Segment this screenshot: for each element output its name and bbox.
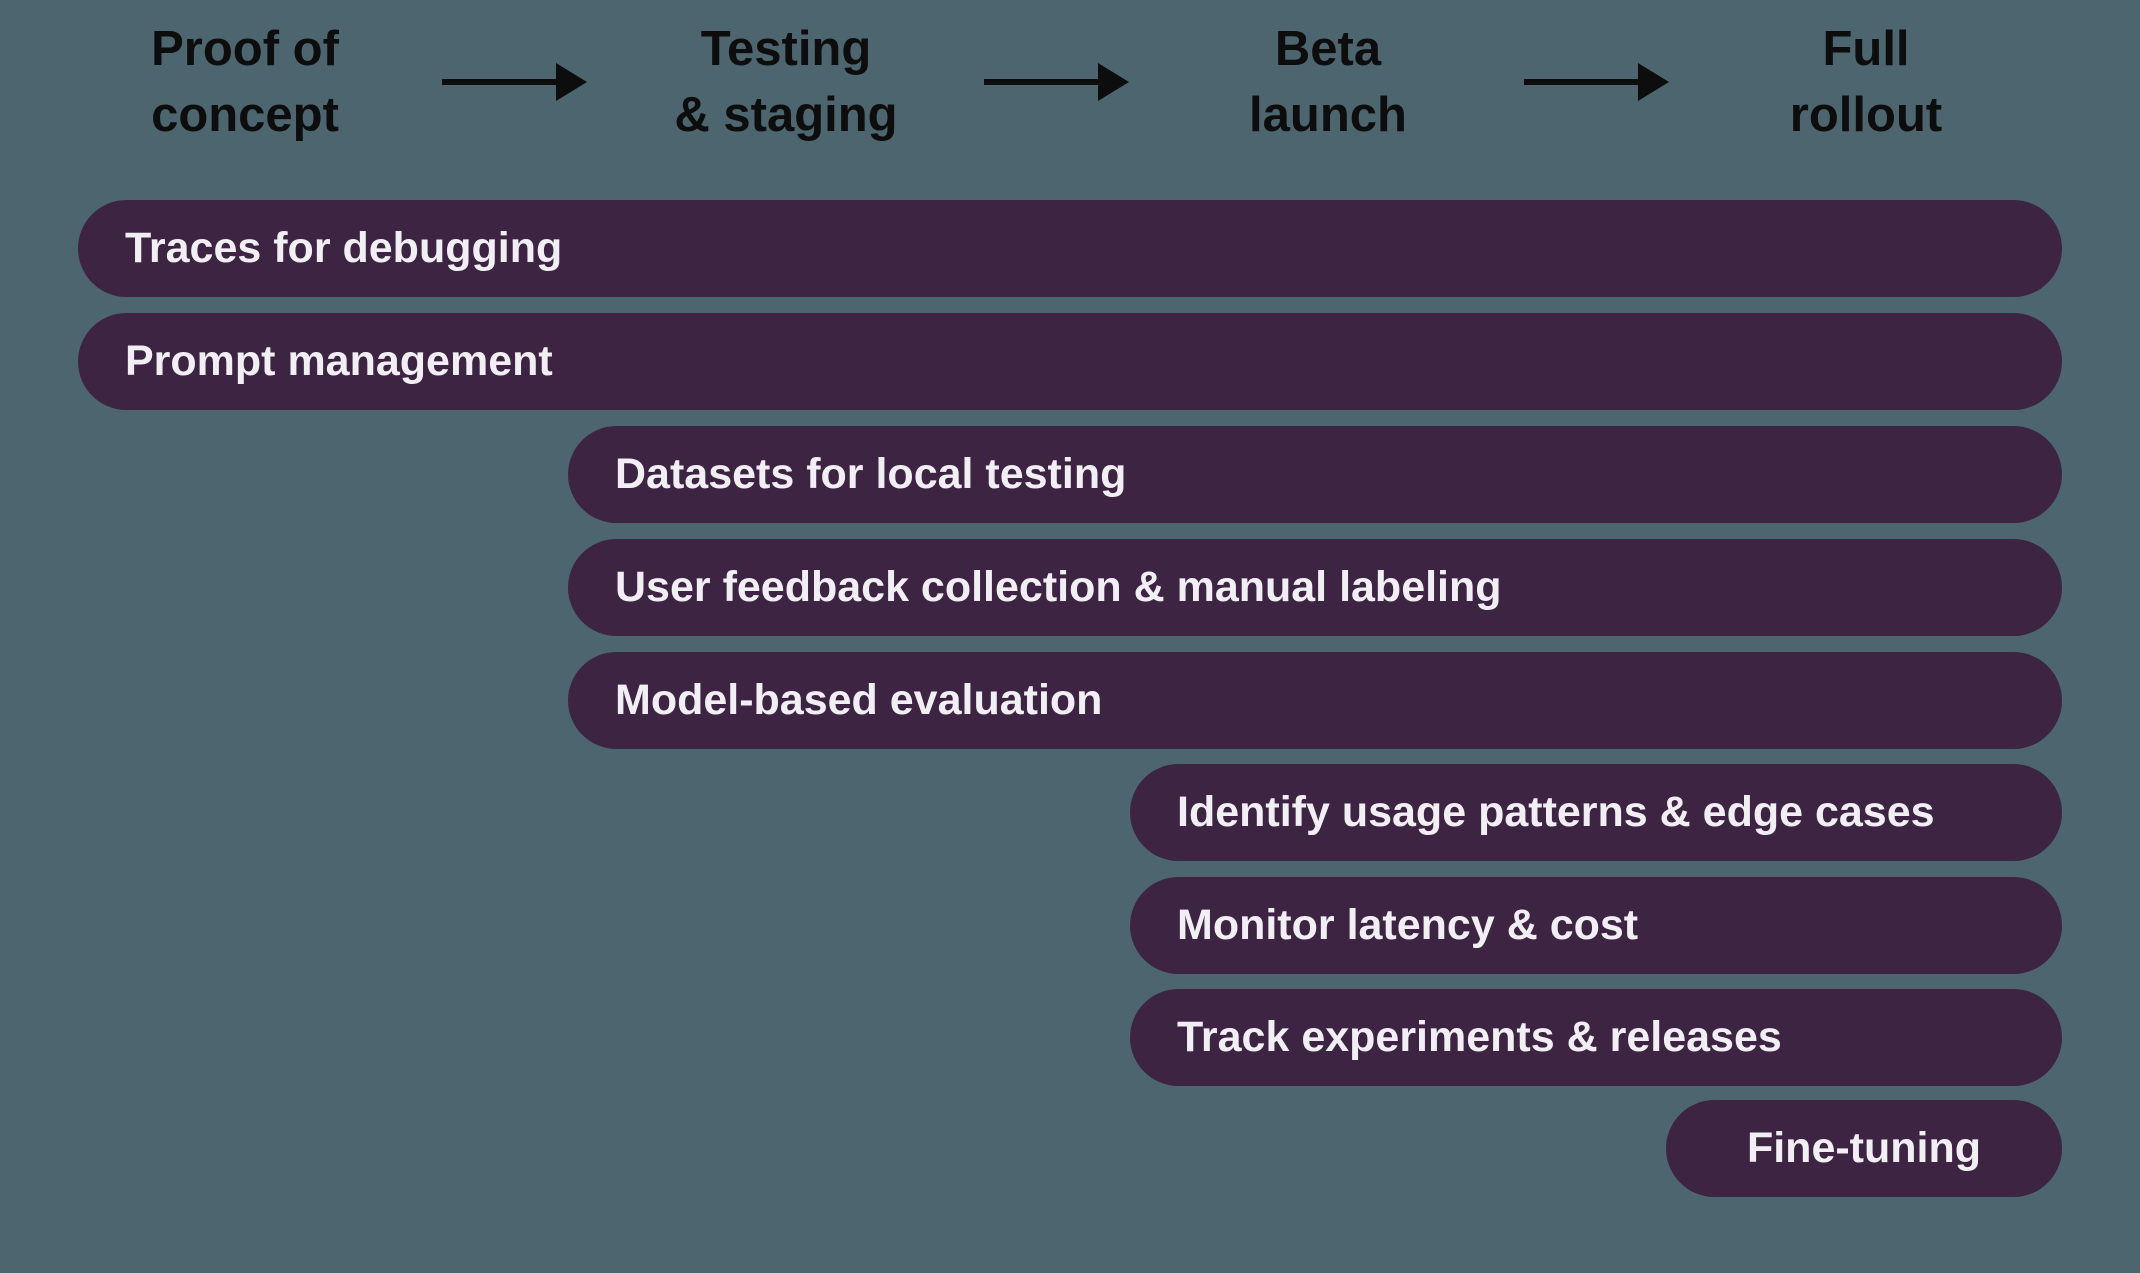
bar-label: Model-based evaluation xyxy=(615,676,1103,724)
right-arrow-icon xyxy=(442,63,587,101)
phase-label-line: Testing xyxy=(700,22,872,76)
phase-label-line: Proof of xyxy=(151,22,339,76)
bar-label: Fine-tuning xyxy=(1746,1124,1982,1172)
bar-label: Monitor latency & cost xyxy=(1177,901,1639,949)
phase-label-full-rollout: Full rollout xyxy=(1626,16,2106,148)
bar-monitor-latency-cost: Monitor latency & cost xyxy=(1130,877,2062,974)
phase-label-line: Full xyxy=(1822,22,1910,76)
bar-traces-for-debugging: Traces for debugging xyxy=(78,200,2062,297)
bar-label: Traces for debugging xyxy=(125,224,563,272)
phase-label-beta-launch: Beta launch xyxy=(1088,16,1568,148)
bar-track-experiments-releases: Track experiments & releases xyxy=(1130,989,2062,1086)
phase-label-proof-of-concept: Proof of concept xyxy=(5,16,485,148)
right-arrow-icon xyxy=(984,63,1129,101)
phase-label-line: concept xyxy=(151,88,339,142)
bar-label: Datasets for local testing xyxy=(615,450,1127,498)
phase-label-line: & staging xyxy=(674,88,898,142)
bar-model-based-evaluation: Model-based evaluation xyxy=(568,652,2062,749)
bar-fine-tuning: Fine-tuning xyxy=(1666,1100,2062,1197)
phase-label-line: Beta xyxy=(1274,22,1382,76)
phase-label-testing-staging: Testing & staging xyxy=(546,16,1026,148)
phase-label-line: rollout xyxy=(1789,88,1943,142)
bar-user-feedback-collection: User feedback collection & manual labeli… xyxy=(568,539,2062,636)
bar-label: Identify usage patterns & edge cases xyxy=(1177,788,1935,836)
bar-label: User feedback collection & manual labeli… xyxy=(615,563,1502,611)
bar-label: Prompt management xyxy=(125,337,553,385)
bar-label: Track experiments & releases xyxy=(1177,1013,1782,1061)
bar-prompt-management: Prompt management xyxy=(78,313,2062,410)
phase-label-line: launch xyxy=(1249,88,1407,142)
bar-datasets-for-local-testing: Datasets for local testing xyxy=(568,426,2062,523)
right-arrow-icon xyxy=(1524,63,1669,101)
bar-identify-usage-patterns: Identify usage patterns & edge cases xyxy=(1130,764,2062,861)
